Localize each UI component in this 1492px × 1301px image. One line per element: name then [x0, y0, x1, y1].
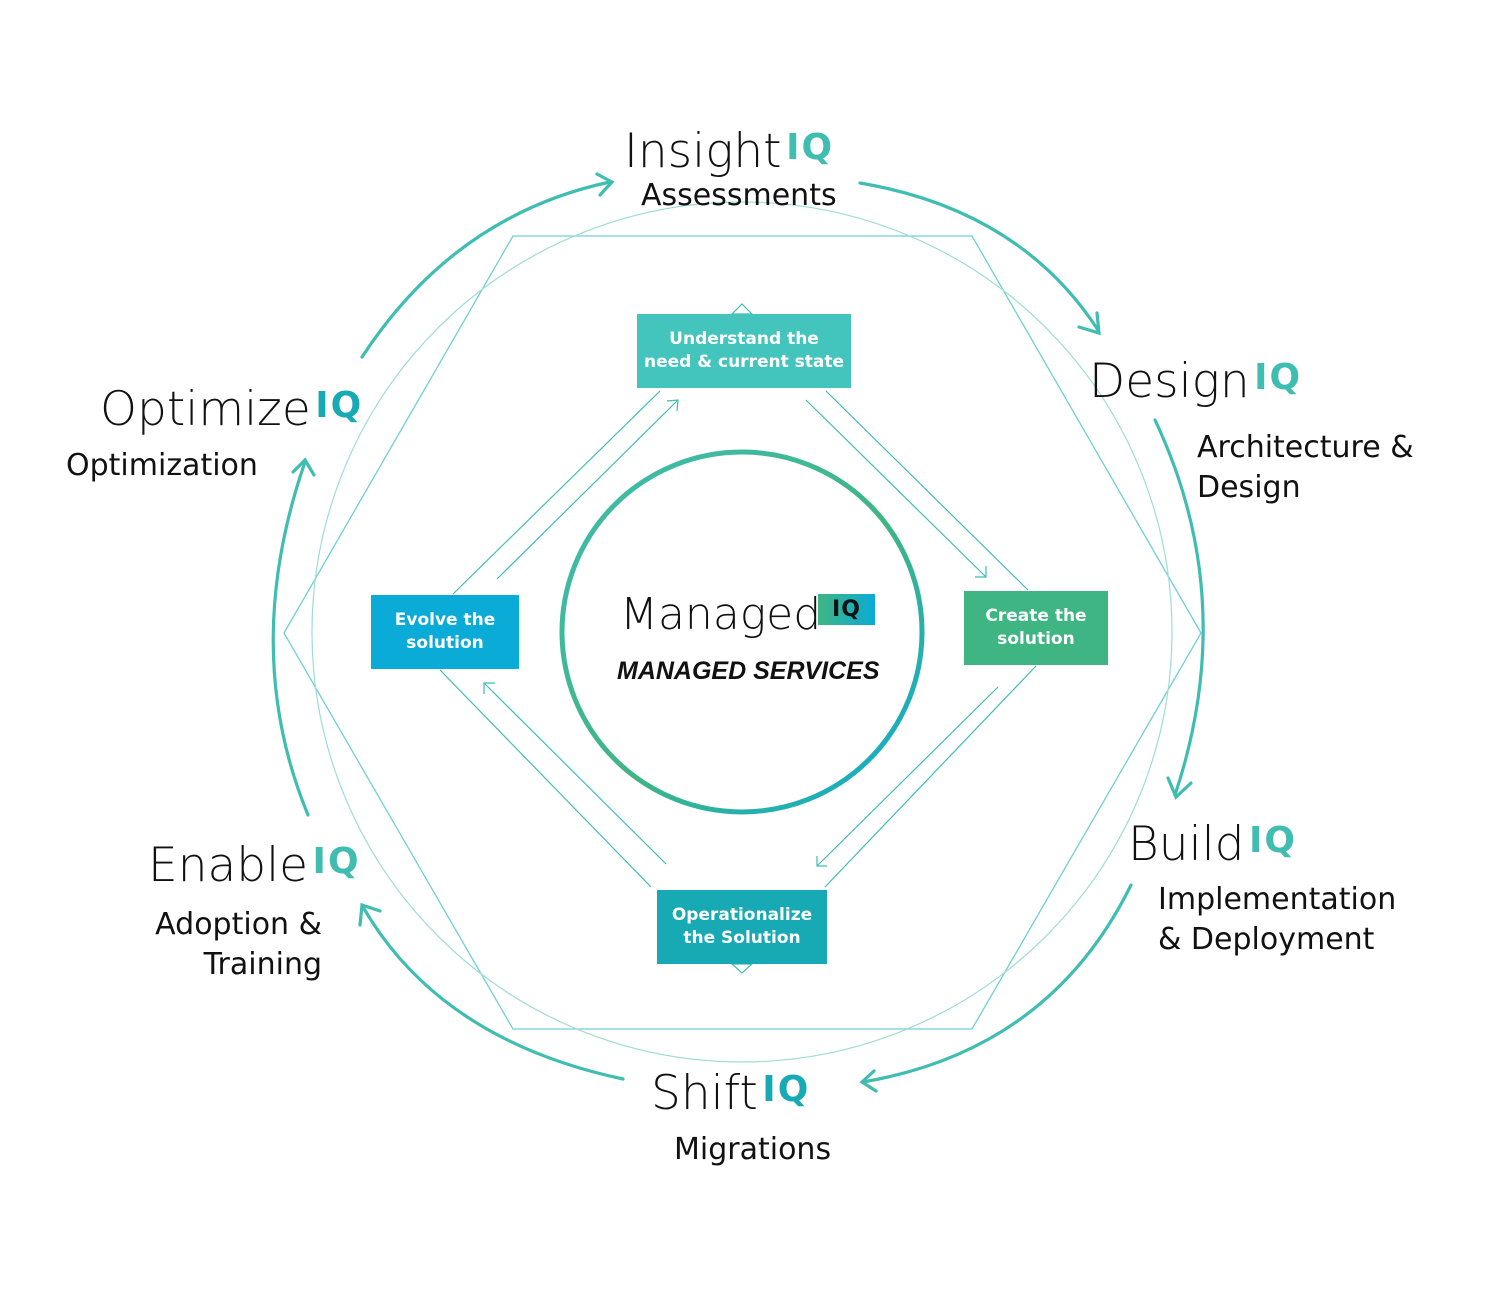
iq-mark: IQ — [315, 385, 364, 426]
center-iq-badge: IQ — [818, 594, 875, 625]
stage-subtitle-shift: Migrations — [674, 1132, 832, 1167]
stage-subtitle-optimize: Optimization — [66, 448, 258, 483]
stage-subtitle-insight: Assessments — [641, 178, 837, 213]
arrowhead-insight — [595, 172, 615, 197]
arc-design-to-build — [1153, 418, 1205, 797]
arrowhead-build — [1166, 776, 1193, 800]
arrowhead-shift — [859, 1069, 878, 1093]
center-ring — [559, 449, 925, 815]
stage-subtitle-design: Architecture & Design — [1197, 430, 1414, 505]
iq-mark: IQ — [1248, 820, 1297, 861]
arc-optimize-to-insight — [360, 180, 612, 359]
stage-subtitle-build: Implementation & Deployment — [1158, 882, 1397, 957]
stage-title: Design — [1089, 354, 1250, 409]
outer-cycle-arrows — [271, 172, 1205, 1093]
diamond-cap-bottom — [730, 963, 754, 974]
stage-shift: Shift IQ — [651, 1070, 810, 1117]
arc-enable-to-optimize — [271, 460, 310, 817]
iq-mark: IQ — [312, 841, 361, 882]
arrowhead-enable — [358, 902, 382, 927]
stage-enable: Enable IQ — [148, 842, 361, 889]
arc-insight-to-design — [858, 181, 1100, 332]
center-title: Managed — [620, 589, 822, 640]
iq-mark: IQ — [1254, 357, 1303, 398]
inner-diamond-lines — [439, 390, 1037, 888]
step-operationalize: Operationalize the Solution — [657, 890, 827, 964]
stage-design: Design IQ — [1089, 358, 1302, 405]
stage-subtitle-enable: Adoption & Training — [155, 907, 322, 982]
arrowhead-design — [1077, 311, 1101, 336]
step-evolve: Evolve the solution — [371, 595, 519, 669]
background-circle — [311, 201, 1173, 1063]
hexagon-outline — [283, 235, 1202, 1030]
stage-title: Optimize — [100, 382, 311, 437]
diamond-cap-top — [730, 303, 754, 315]
stage-insight: Insight IQ — [624, 128, 834, 175]
stage-title: Shift — [651, 1066, 758, 1121]
stage-title: Build — [1128, 817, 1245, 872]
step-create: Create the solution — [964, 591, 1108, 665]
stage-optimize: Optimize IQ — [100, 386, 363, 433]
step-understand: Understand the need & current state — [637, 314, 851, 388]
iq-mark: IQ — [786, 127, 835, 168]
stage-title: Enable — [148, 838, 309, 893]
iq-mark: IQ — [762, 1069, 811, 1110]
arrowhead-optimize — [291, 457, 316, 477]
center-subtitle: MANAGED SERVICES — [617, 657, 880, 685]
stage-title: Insight — [624, 124, 782, 179]
stage-build: Build IQ — [1128, 821, 1297, 868]
arc-shift-to-enable — [361, 905, 625, 1081]
arc-build-to-shift — [861, 883, 1133, 1084]
